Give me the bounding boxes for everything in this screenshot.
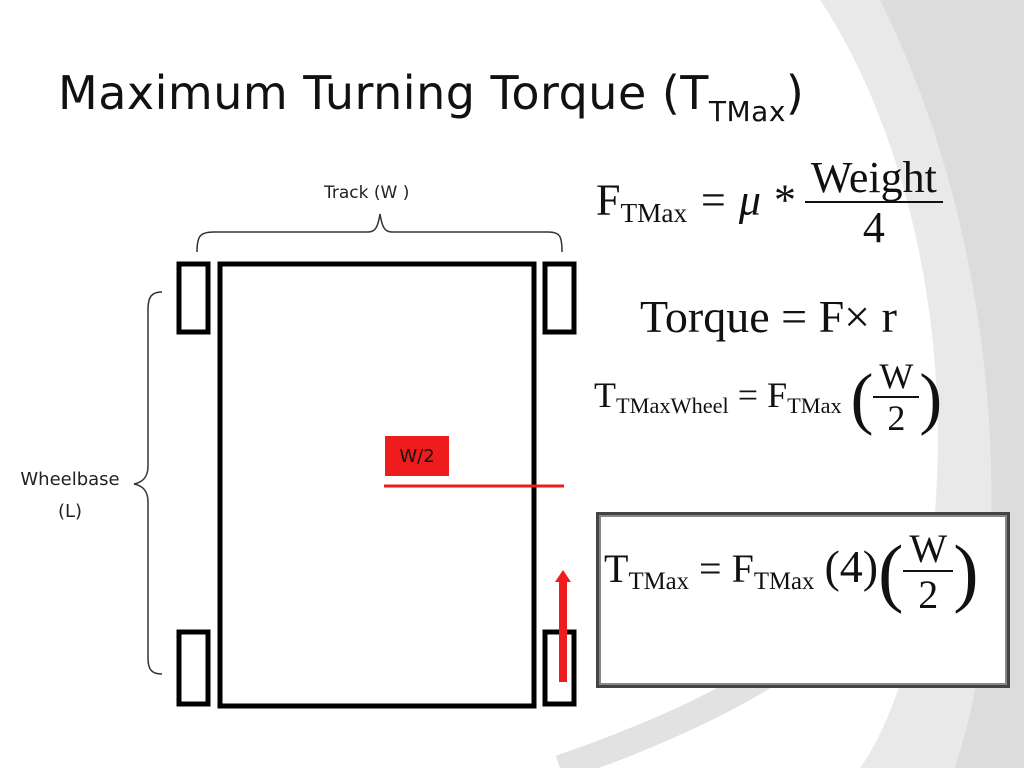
- wheelbase-label-line2: (L): [57, 501, 83, 522]
- diagram-panel: [154, 240, 594, 726]
- result-box: [596, 512, 1010, 688]
- wheel-torque-equation: TTMaxWheel = FTMax ( W 2 ): [594, 356, 943, 439]
- half-width-label: W/2: [385, 436, 449, 476]
- force-arrow-head: [555, 570, 571, 582]
- total-torque-equation: TTMax = FTMax (4)( W 2 ): [604, 526, 979, 618]
- wheel-rear-left: [176, 629, 211, 707]
- weight-fraction: Weight 4: [804, 154, 943, 254]
- slide-title: Maximum Turning Torque (TTMax): [58, 66, 805, 128]
- wheel-front-right: [542, 261, 577, 335]
- wheelbase-label-line1: Wheelbase: [20, 469, 120, 490]
- half-width-fraction: W 2: [873, 357, 920, 439]
- wheelbase-brace: [133, 291, 163, 675]
- track-label: Track (W ): [324, 183, 410, 203]
- result-fraction: W 2: [903, 528, 954, 618]
- friction-force-equation: FTMax = μ * Weight 4: [596, 154, 943, 254]
- torque-equation: Torque = F× r: [640, 291, 897, 342]
- wheelbase-label: Wheelbase (L): [8, 464, 132, 528]
- track-brace: [196, 213, 563, 253]
- wheel-front-left: [176, 261, 211, 335]
